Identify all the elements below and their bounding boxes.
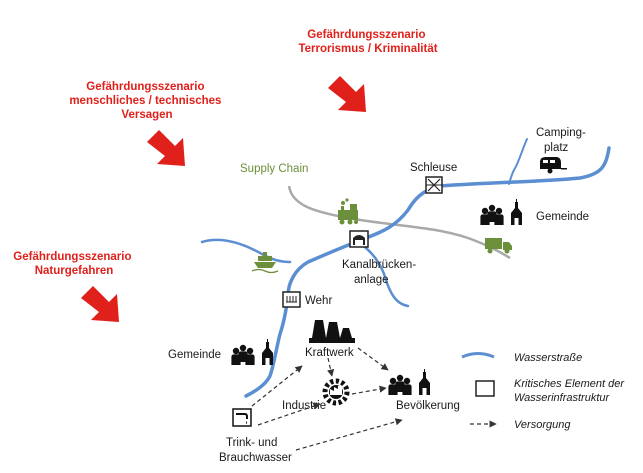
legend-waterway-swatch — [461, 352, 495, 359]
arrow-nature — [81, 286, 119, 322]
main-canal — [244, 146, 611, 398]
community-church-icon — [231, 339, 273, 365]
arrow-trinkwasser-bevoelkerung — [295, 418, 403, 451]
arrow-terror — [328, 76, 366, 112]
weir-icon[interactable] — [282, 291, 301, 308]
scenario-failure: Gefährdungsszenario menschliches / techn… — [69, 81, 224, 121]
legend-waterway-label: Wasserstraße — [514, 352, 582, 364]
legend-supply-label: Versorgung — [514, 419, 571, 431]
legend-critical-label: Kritisches Element der Wasserinfrastrukt… — [514, 378, 627, 404]
east-arm — [350, 236, 410, 308]
scenario-nature: Gefährdungsszenario Naturgefahren — [13, 251, 134, 277]
industrie-label: Industrie — [282, 400, 326, 412]
arrow-trinkwasser-kraftwerk — [251, 365, 303, 407]
arrow-failure — [147, 130, 185, 166]
factory-gear-icon — [322, 378, 350, 406]
gemeinde-right-label: Gemeinde — [536, 211, 589, 223]
trinkwasser-label: Trink- und Brauchwasser — [219, 437, 292, 464]
camping-label: Camping- platz — [536, 127, 589, 154]
west-river — [200, 238, 292, 264]
supply-chain-road — [287, 185, 511, 260]
canal-bridge-icon[interactable] — [349, 230, 369, 248]
schleuse-label: Schleuse — [410, 162, 457, 174]
arrow-kraftwerk-bevoelkerung — [357, 347, 389, 371]
kraftwerk-label: Kraftwerk — [305, 347, 354, 359]
community-church-icon — [388, 369, 430, 395]
water-tap-icon — [232, 408, 252, 427]
lock-gate-icon[interactable] — [425, 176, 443, 194]
arrow-industrie-bevoelkerung — [351, 385, 387, 395]
camper-trailer-icon — [540, 157, 567, 174]
wehr-label: Wehr — [305, 295, 332, 307]
bevoelkerung-label: Bevölkerung — [396, 400, 460, 412]
cargo-ship-icon — [251, 252, 279, 274]
truck-icon — [485, 238, 512, 254]
community-church-icon — [480, 199, 522, 225]
legend: Wasserstraße Kritisches Element der Wass… — [461, 352, 627, 431]
arrow-trinkwasser-industrie — [257, 402, 321, 426]
scenario-terror: Gefährdungsszenario Terrorismus / Krimin… — [298, 29, 437, 55]
arrow-kraftwerk-industrie — [327, 357, 335, 377]
steam-train-icon — [338, 198, 358, 225]
kanal-label: Kanalbrücken- anlage — [342, 259, 419, 286]
gemeinde-left-label: Gemeinde — [168, 349, 221, 361]
supply-arrows — [251, 347, 403, 451]
power-plant-icon — [309, 320, 355, 343]
legend-critical-swatch — [475, 380, 495, 397]
tributary-camping — [508, 138, 528, 185]
red-arrow-icon — [81, 76, 366, 322]
supply-chain-label: Supply Chain — [240, 163, 308, 175]
